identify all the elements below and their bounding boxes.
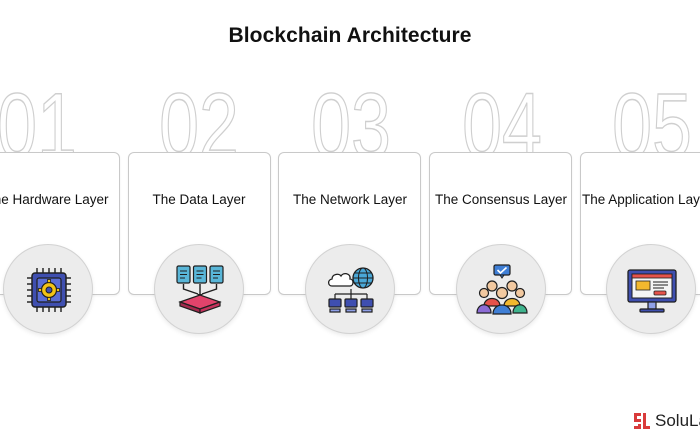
application-monitor-icon [627,269,677,313]
solulab-logo-icon [634,413,650,429]
layer-label-5: The Application Layer [582,192,700,207]
layer-label-4: The Consensus Layer [434,192,568,207]
network-globe-icon [327,267,374,313]
layer-label-1: The Hardware Layer [0,192,109,207]
layer-label-2: The Data Layer [152,192,246,207]
logo-text: SoluLab [655,411,700,430]
layer-icon-circle-5 [606,244,696,334]
layer-icon-circle-3 [305,244,395,334]
layer-icon-circle-1 [3,244,93,334]
layer-label-3: The Network Layer [292,192,408,207]
solulab-logo: SoluLab [634,410,700,432]
processor-chip-icon [27,268,71,312]
consensus-people-icon [476,264,528,315]
diagram-title: Blockchain Architecture [228,24,472,47]
layer-icon-circle-2 [154,244,244,334]
data-documents-icon [176,265,224,314]
layer-icon-circle-4 [456,244,546,334]
